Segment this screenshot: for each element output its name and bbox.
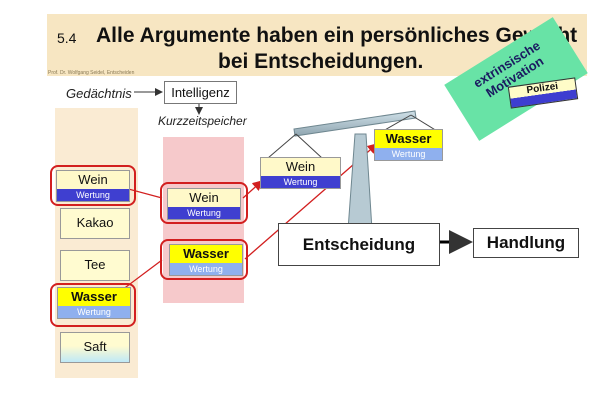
highlight-ring-wein <box>50 165 136 206</box>
memory-card-wasser: Wasser Wertung <box>169 244 243 276</box>
option-card-title: Kakao <box>76 215 114 230</box>
option-card-kakao: Kakao <box>60 208 130 239</box>
highlight-ring-memory-wasser <box>160 239 248 280</box>
kurzzeitspeicher-label: Kurzzeitspeicher <box>158 114 247 128</box>
option-card-title: Saft <box>83 339 107 354</box>
author-credit: Prof. Dr. Wolfgang Seidel, Entscheiden <box>48 70 135 76</box>
option-card-tee: Tee <box>60 250 130 281</box>
memory-card-wein: Wein Wertung <box>167 188 241 220</box>
option-card-rating: Wertung <box>57 189 129 201</box>
scale-pan-rating: Wertung <box>261 176 340 188</box>
option-card-wein: Wein Wertung <box>56 170 130 202</box>
scale-string-left-b <box>295 133 323 159</box>
section-number: 5.4 <box>57 30 77 46</box>
scale-pan-wasser: Wasser Wertung <box>374 129 443 161</box>
memory-card-title: Wasser <box>170 245 242 263</box>
scale-pan-rating: Wertung <box>375 148 442 160</box>
option-card-wasser: Wasser Wertung <box>57 287 131 319</box>
option-card-saft: Saft <box>60 332 130 363</box>
scale-post <box>347 133 373 231</box>
option-card-title: Wein <box>57 171 129 189</box>
option-card-title: Tee <box>84 257 106 272</box>
scale-pan-title: Wein <box>261 158 340 176</box>
gedaechtnis-label: Gedächtnis <box>66 86 132 101</box>
memory-card-rating: Wertung <box>170 263 242 275</box>
page-title-line-1: Alle Argumente haben ein persönliches Ge… <box>96 24 578 47</box>
memory-card-title: Wein <box>168 189 240 207</box>
scale-pan-wein: Wein Wertung <box>260 157 341 189</box>
decision-box: Entscheidung <box>278 223 440 266</box>
highlight-ring-wasser <box>50 283 136 327</box>
highlight-ring-memory-wein <box>160 182 248 224</box>
intelligenz-box: Intelligenz <box>164 81 237 104</box>
scale-pan-title: Wasser <box>375 130 442 148</box>
scale-string-left-a <box>267 133 297 159</box>
action-box: Handlung <box>473 228 579 258</box>
memory-card-rating: Wertung <box>168 207 240 219</box>
option-card-rating: Wertung <box>58 306 130 318</box>
option-card-title: Wasser <box>58 288 130 306</box>
page-title-line-2: bei Entscheidungen. <box>218 50 424 73</box>
